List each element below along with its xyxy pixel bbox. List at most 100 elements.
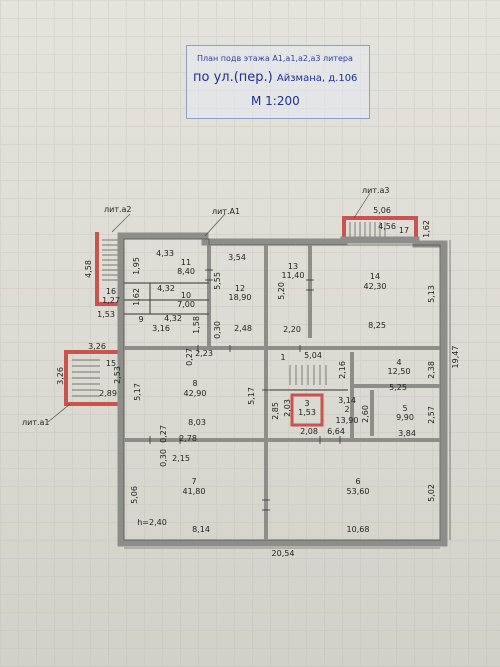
- dim-2-53: 2,53: [113, 366, 122, 384]
- dim-1-95: 1,95: [132, 257, 141, 275]
- annex-a2-wall: [95, 232, 124, 306]
- dim-3-26b: 3,26: [56, 367, 65, 385]
- dim-8-03: 8,03: [188, 418, 206, 427]
- room-area-12: 18,90: [229, 293, 252, 302]
- room-number-3: 3: [304, 399, 309, 408]
- dim-0-27b: 0,27: [159, 425, 168, 443]
- dim-2-16: 2,16: [338, 361, 347, 379]
- room-number-17: 17: [399, 226, 409, 235]
- room-area-13: 11,40: [282, 271, 305, 280]
- dim-5-13: 5,13: [427, 285, 436, 303]
- dim-5-17b: 5,17: [247, 387, 256, 405]
- room-number-7: 7: [191, 477, 196, 486]
- dim-0-27a: 0,27: [185, 348, 194, 366]
- room-number-6: 6: [355, 477, 360, 486]
- dimensions-vertical: 1,95 5,55 1,62 1,58 0,30 5,20 5,13 4,58 …: [56, 220, 460, 504]
- dim-5-25: 5,25: [389, 383, 407, 392]
- room-area-16: 1,27: [102, 296, 120, 305]
- dim-h: h=2,40: [137, 518, 167, 527]
- stair-room-1: [289, 365, 327, 385]
- dim-2-38: 2,38: [427, 361, 436, 379]
- room-number-10: 10: [181, 291, 191, 300]
- dim-2-78: 2,78: [179, 434, 197, 443]
- overall-dim-lines: [124, 240, 451, 549]
- dim-2-89: 2,89: [99, 389, 117, 398]
- dim-8-25: 8,25: [368, 321, 386, 330]
- room-number-12: 12: [235, 284, 245, 293]
- room-number-5: 5: [402, 404, 407, 413]
- outer-wall-outline: [117, 232, 448, 547]
- room-number-2: 2: [344, 405, 349, 414]
- dim-4-32b: 4,32: [164, 314, 182, 323]
- dim-5-06b: 5,06: [130, 486, 139, 504]
- stamp-line-1: План подв этажа А1,а1,а2,а3 литера: [197, 54, 353, 63]
- dim-2-15: 2,15: [172, 454, 190, 463]
- annex-walls: [64, 216, 418, 406]
- dim-3-54: 3,54: [228, 253, 246, 262]
- room-number-8: 8: [192, 379, 197, 388]
- dim-3-84: 3,84: [398, 429, 416, 438]
- dim-3-16: 3,16: [152, 324, 170, 333]
- dim-5-55: 5,55: [213, 272, 222, 290]
- dim-4-32a: 4,32: [157, 284, 175, 293]
- dim-4-56: 4,56: [378, 222, 396, 231]
- interior-walls: [124, 245, 440, 540]
- stamp-address: Айзмана, д.106: [276, 73, 358, 84]
- dim-5-17a: 5,17: [133, 383, 142, 401]
- room-area-10: 7,00: [177, 300, 195, 309]
- room-area-7: 41,80: [183, 487, 206, 496]
- dim-8-14: 8,14: [192, 525, 210, 534]
- room-number-14: 14: [370, 272, 380, 281]
- room-area-8: 42,90: [184, 389, 207, 398]
- dim-0-30b: 0,30: [159, 449, 168, 467]
- dim-5-02: 5,02: [427, 484, 436, 502]
- room-3-outline: [290, 393, 324, 427]
- dim-2-85: 2,85: [271, 402, 280, 420]
- title-stamp: План подв этажа А1,а1,а2,а3 литера по ул…: [186, 45, 370, 119]
- room-area-3: 1,53: [298, 408, 316, 417]
- room-area-14: 42,30: [364, 282, 387, 291]
- dim-2-57: 2,57: [427, 406, 436, 424]
- outer-walls: [117, 232, 448, 547]
- litera-a1: лит.а1: [22, 418, 50, 427]
- dim-2-20: 2,20: [283, 325, 301, 334]
- dim-1-58: 1,58: [192, 316, 201, 334]
- dim-2-48: 2,48: [234, 324, 252, 333]
- dim-4-33: 4,33: [156, 249, 174, 258]
- room-labels: 11 8,40 10 7,00 9 12 18,90 13 11,40 14 4…: [102, 226, 414, 496]
- litera-leaders: [47, 192, 371, 423]
- room-number-15: 15: [106, 359, 116, 368]
- room-number-11: 11: [181, 258, 191, 267]
- dim-3-26a: 3,26: [88, 342, 106, 351]
- room-area-2: 13,90: [336, 416, 359, 425]
- dim-3-14: 3,14: [338, 396, 356, 405]
- dim-2-03: 2,03: [283, 399, 292, 417]
- litera-a2: лит.а2: [104, 205, 132, 214]
- dim-2-23: 2,23: [195, 349, 213, 358]
- room-area-4: 12,50: [388, 367, 411, 376]
- partitions: [124, 282, 348, 391]
- room-area-11: 8,40: [177, 267, 195, 276]
- dim-1-53: 1,53: [97, 310, 115, 319]
- litera-a3: лит.а3: [362, 186, 390, 195]
- stamp-scale: М 1:200: [251, 94, 300, 108]
- dim-5-20: 5,20: [277, 282, 286, 300]
- annex-a3-wall: [342, 216, 418, 240]
- dim-5-06a: 5,06: [373, 206, 391, 215]
- dim-10-68: 10,68: [347, 525, 370, 534]
- stamp-line-2: по ул.(пер.) Айзмана, д.106: [193, 70, 357, 85]
- room-number-13: 13: [288, 262, 298, 271]
- stair-a1: [72, 359, 100, 397]
- room-number-4: 4: [396, 358, 401, 367]
- stairs: [72, 222, 386, 397]
- room-number-1: 1: [280, 353, 285, 362]
- outer-walls-edge: [123, 238, 441, 541]
- dim-4-58: 4,58: [84, 260, 93, 278]
- room-number-9: 9: [138, 315, 143, 324]
- dim-2-60: 2,60: [361, 405, 370, 423]
- dimensions-horizontal: 4,33 3,54 4,32 4,32 3,16 2,48 2,20 8,25 …: [88, 206, 416, 558]
- annex-a1-wall: [64, 350, 124, 406]
- dim-6-64: 6,64: [327, 427, 345, 436]
- room-number-16: 16: [106, 287, 116, 296]
